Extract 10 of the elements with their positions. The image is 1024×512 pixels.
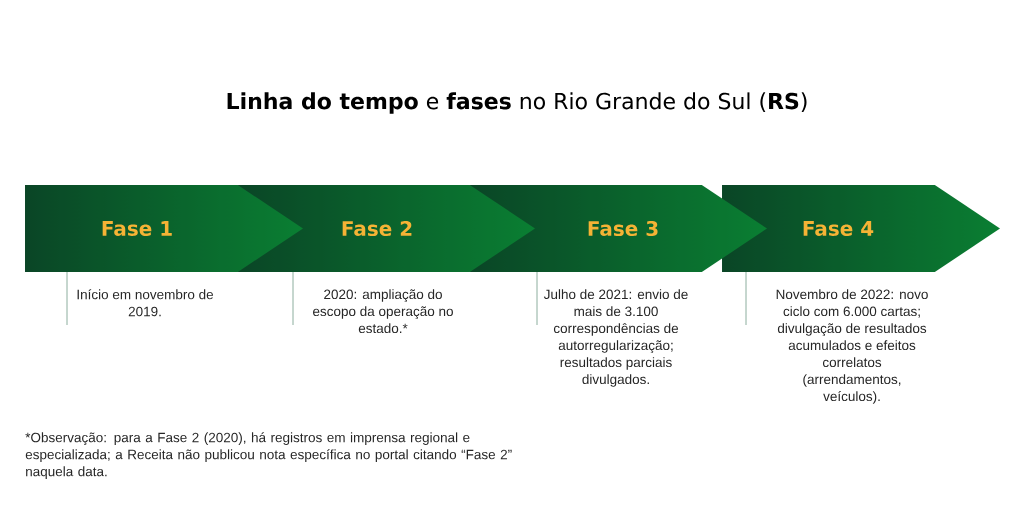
footnote: *Observação: para a Fase 2 (2020), há registros em imprensa regional e especializada; a Receita não publicou nota específica no portal citando “Fase 2” naquela data. xyxy=(25,432,512,479)
phase-chevron: Fase 1 xyxy=(102,221,172,236)
phase-description: Julho de 2021: envio de mais de 3.100 correspondências de autorregularização; resultados parciais divulgados. xyxy=(543,289,688,387)
phase-description: Início em novembro de 2019. xyxy=(77,289,214,317)
phase-chevron: Fase 4 xyxy=(803,221,874,236)
phase-description: 2020: ampliação do escopo da operação no estado.* xyxy=(313,289,453,334)
phase-chevron: Fase 2 xyxy=(342,220,412,237)
title: Linha do tempo e fases no Rio Grande do Sul (RS) xyxy=(227,92,807,114)
phase-chevron: Fase 3 xyxy=(588,220,658,237)
phase-description: Novembro de 2022: novo ciclo com 6.000 cartas; divulgação de resultados acumulados e efeitos correlatos (arrendamentos, veículos). xyxy=(776,289,928,404)
